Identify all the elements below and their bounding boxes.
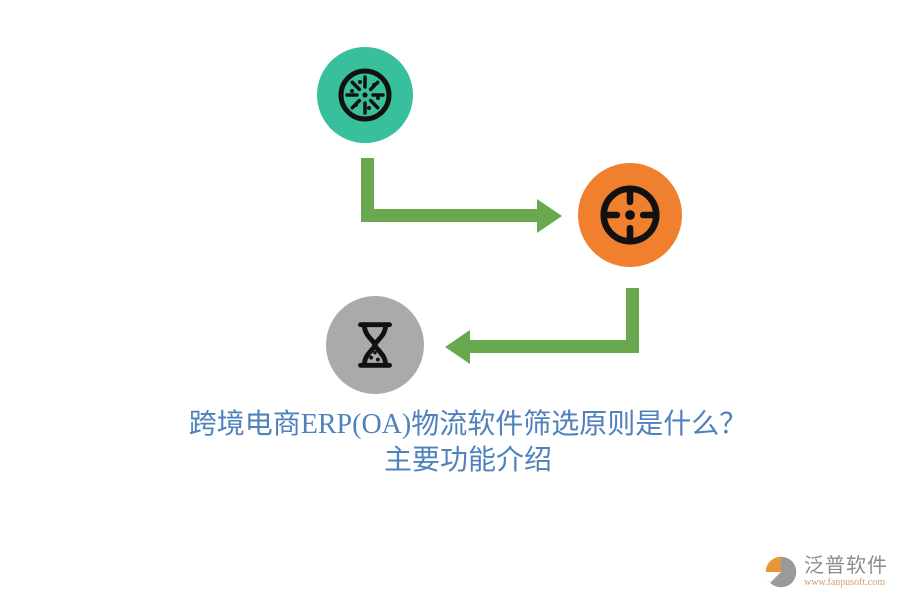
title-line-2: 主要功能介绍	[383, 445, 552, 476]
kiwi-icon	[338, 68, 392, 122]
brand-name: 泛普软件	[804, 555, 888, 577]
arrow2-left-arrowhead	[445, 330, 470, 364]
arrow1-horizontal-segment	[361, 209, 538, 222]
arrow2-vertical-segment	[626, 288, 639, 352]
brand-text-block: 泛普软件 www.fanpusoft.com	[804, 555, 888, 589]
fanpu-logo-icon	[765, 556, 797, 588]
title-line-1: 跨境电商ERP(OA)物流软件筛选原则是什么？	[188, 409, 748, 440]
brand-watermark: 泛普软件 www.fanpusoft.com	[763, 554, 888, 590]
step2-badge	[578, 163, 682, 267]
step1-badge	[317, 47, 413, 143]
hourglass-icon	[358, 322, 392, 368]
target-icon	[600, 185, 660, 245]
arrow2-horizontal-segment	[470, 340, 639, 353]
arrow1-right-arrowhead	[537, 199, 562, 233]
page-title: 跨境电商ERP(OA)物流软件筛选原则是什么？ 主要功能介绍	[18, 407, 900, 479]
brand-website: www.fanpusoft.com	[804, 577, 886, 588]
step3-badge	[326, 296, 424, 394]
arrow1-vertical-segment	[361, 158, 374, 222]
